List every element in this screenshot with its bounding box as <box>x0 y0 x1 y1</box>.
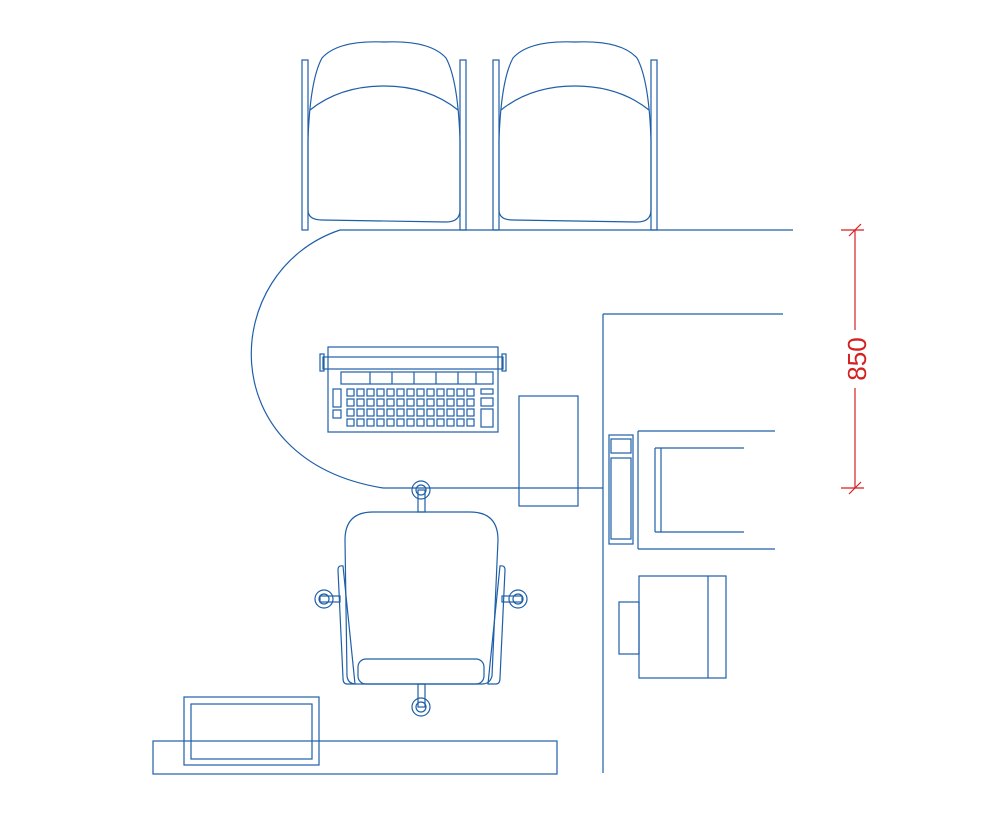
keyboard-key <box>366 408 375 417</box>
keyboard-key <box>356 388 365 397</box>
keyboard-key <box>416 398 425 407</box>
keyboard-key <box>356 398 365 407</box>
keyboard-key <box>436 418 445 427</box>
keyboard-key <box>446 418 455 427</box>
keyboard-key <box>436 388 445 397</box>
keyboard-key <box>376 418 385 427</box>
keyboard-key <box>426 388 435 397</box>
dimension-label: 850 <box>842 337 872 380</box>
keyboard-key <box>356 418 365 427</box>
keyboard-key <box>396 398 405 407</box>
dimension-line: 850 <box>841 223 872 495</box>
keyboard-key <box>456 408 465 417</box>
keyboard-key <box>366 418 375 427</box>
keyboard-key <box>346 398 355 407</box>
keyboard-key <box>446 408 455 417</box>
keyboard-key <box>466 408 475 417</box>
keyboard-key <box>466 418 475 427</box>
keyboard-key <box>386 388 395 397</box>
keyboard-key <box>466 398 475 407</box>
keyboard-key <box>436 408 445 417</box>
cpu-tower <box>518 395 579 507</box>
keyboard-key <box>356 408 365 417</box>
keyboard-key <box>466 388 475 397</box>
keyboard-key <box>406 398 415 407</box>
keyboard-key <box>406 388 415 397</box>
monitor <box>183 696 320 766</box>
keyboard-key <box>396 418 405 427</box>
keyboard-key <box>386 418 395 427</box>
keyboard-key <box>456 388 465 397</box>
keyboard-key <box>406 418 415 427</box>
keyboard-key <box>386 408 395 417</box>
keyboard-key <box>456 418 465 427</box>
keyboard-key <box>366 398 375 407</box>
side-cabinet <box>637 430 775 550</box>
visitor-chair-right <box>492 41 658 231</box>
keyboard-key <box>456 398 465 407</box>
keyboard-key <box>376 398 385 407</box>
keyboard <box>319 346 507 433</box>
office-chair <box>314 480 528 717</box>
keyboard-key <box>366 388 375 397</box>
keyboard-key <box>346 388 355 397</box>
keyboard-key <box>416 418 425 427</box>
visitor-chair-left <box>301 41 467 231</box>
l-shaped-desk <box>250 229 793 489</box>
keyboard-key <box>396 388 405 397</box>
stool <box>618 575 727 679</box>
keyboard-key <box>386 398 395 407</box>
keyboard-key <box>346 408 355 417</box>
keyboard-key <box>446 388 455 397</box>
keyboard-key <box>416 388 425 397</box>
lower-desk <box>152 740 558 775</box>
keyboard-key <box>446 398 455 407</box>
keyboard-key <box>406 408 415 417</box>
keyboard-key <box>416 408 425 417</box>
keyboard-key <box>426 398 435 407</box>
keyboard-key <box>396 408 405 417</box>
keyboard-key <box>376 408 385 417</box>
printer <box>608 434 634 545</box>
keyboard-key <box>426 418 435 427</box>
keyboard-key <box>436 398 445 407</box>
keyboard-key <box>376 388 385 397</box>
keyboard-key <box>346 418 355 427</box>
partition-wall <box>602 313 783 773</box>
keyboard-key <box>426 408 435 417</box>
